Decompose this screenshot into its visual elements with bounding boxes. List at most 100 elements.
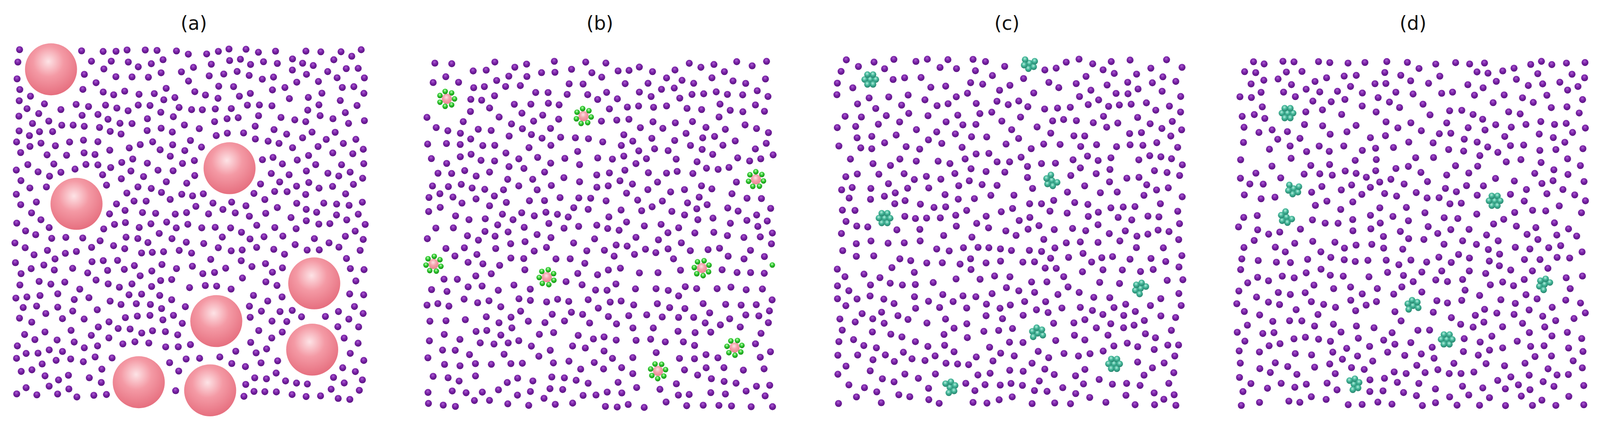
solvent-particle	[1461, 286, 1469, 294]
solvent-particle	[282, 377, 290, 385]
solvent-particle	[47, 280, 55, 288]
solvent-particle	[1291, 239, 1299, 247]
solvent-particle	[842, 173, 850, 181]
solvent-particle	[199, 190, 207, 198]
solvent-particle	[625, 312, 632, 320]
solvent-particle	[766, 307, 774, 315]
solvent-particle	[1081, 182, 1088, 190]
solvent-particle	[486, 397, 494, 405]
solvent-particle	[842, 362, 850, 370]
solvent-particle	[1069, 156, 1077, 164]
solvent-particle	[629, 354, 637, 362]
solvent-particle	[335, 243, 343, 251]
solvent-particle	[105, 334, 113, 342]
shell-particle	[586, 108, 592, 114]
solvent-particle	[494, 221, 502, 229]
cluster-particle	[1044, 180, 1051, 188]
solvent-particle	[23, 105, 31, 113]
solvent-particle	[17, 149, 25, 157]
solvent-particle	[666, 304, 673, 312]
solvent-particle	[245, 72, 253, 79]
solvent-particle	[48, 235, 56, 243]
solvent-particle	[431, 59, 439, 67]
solvent-particle	[116, 119, 124, 127]
solvent-particle	[479, 142, 487, 150]
solvent-particle	[276, 308, 284, 316]
solvent-particle	[834, 352, 842, 359]
shell-particle	[750, 183, 756, 190]
solvent-particle	[540, 197, 548, 205]
shell-particle	[652, 361, 658, 368]
solvent-particle	[269, 86, 277, 94]
solvent-particle	[302, 393, 310, 401]
solvent-particle	[756, 354, 764, 362]
solvent-particle	[1037, 200, 1045, 208]
solvent-particle	[1347, 297, 1355, 305]
solvent-particle	[315, 246, 323, 254]
solvent-particle	[880, 295, 888, 303]
solvent-particle	[683, 104, 691, 112]
solvent-particle	[576, 178, 584, 186]
solvent-particle	[747, 403, 755, 411]
solvent-particle	[841, 273, 849, 281]
solvent-particle	[1131, 401, 1139, 409]
solvent-particle	[157, 109, 165, 117]
solvent-particle	[481, 215, 489, 223]
solvent-particle	[1405, 235, 1412, 243]
solvent-particle	[15, 127, 23, 135]
solvent-particle	[1537, 57, 1545, 65]
solvent-particle	[1458, 237, 1466, 245]
panel-1	[423, 57, 777, 412]
solvent-particle	[298, 313, 305, 321]
solvent-particle	[255, 101, 263, 109]
solvent-particle	[302, 118, 310, 126]
solvent-particle	[258, 75, 266, 83]
solvent-particle	[1094, 221, 1102, 229]
solvent-particle	[525, 197, 533, 205]
solvent-particle	[315, 101, 323, 109]
solvent-particle	[743, 194, 751, 202]
solvent-particle	[964, 89, 972, 97]
solvent-particle	[478, 282, 486, 290]
solvent-particle	[213, 282, 221, 290]
solvent-particle	[954, 361, 962, 368]
solvent-particle	[1084, 152, 1091, 160]
solvent-particle	[910, 269, 918, 277]
solvent-particle	[273, 282, 281, 290]
solvent-particle	[1049, 117, 1057, 125]
solvent-particle	[1268, 162, 1276, 170]
solvent-particle	[17, 177, 25, 185]
cluster-particle	[952, 382, 959, 390]
solvent-particle	[866, 292, 874, 300]
solvent-particle	[1089, 60, 1097, 68]
solvent-particle	[79, 358, 87, 366]
solvent-particle	[911, 338, 919, 346]
solvent-particle	[476, 339, 484, 347]
solvent-particle	[890, 56, 898, 63]
solvent-particle	[671, 66, 679, 74]
panel-3	[1233, 57, 1589, 410]
solvent-particle	[1424, 223, 1432, 231]
solvent-particle	[521, 266, 529, 274]
solvent-particle	[757, 195, 765, 203]
solvent-particle	[327, 386, 335, 393]
solvent-particle	[968, 133, 975, 141]
solvent-particle	[507, 360, 515, 368]
solvent-particle	[603, 88, 610, 96]
shell-particle	[442, 103, 449, 110]
solvent-particle	[702, 364, 710, 372]
solvent-particle	[346, 290, 354, 298]
solvent-particle	[292, 380, 300, 387]
solvent-particle	[1041, 264, 1049, 272]
solvent-particle	[1146, 152, 1154, 160]
solvent-particle	[1012, 232, 1020, 239]
solvent-particle	[324, 68, 332, 76]
solvent-particle	[182, 238, 190, 246]
solvent-particle	[1094, 157, 1102, 164]
solvent-particle	[602, 59, 610, 67]
solvent-particle	[723, 91, 731, 98]
solvent-particle	[624, 401, 632, 409]
solvent-particle	[710, 61, 718, 69]
solvent-particle	[37, 216, 45, 224]
solvent-particle	[925, 184, 933, 192]
